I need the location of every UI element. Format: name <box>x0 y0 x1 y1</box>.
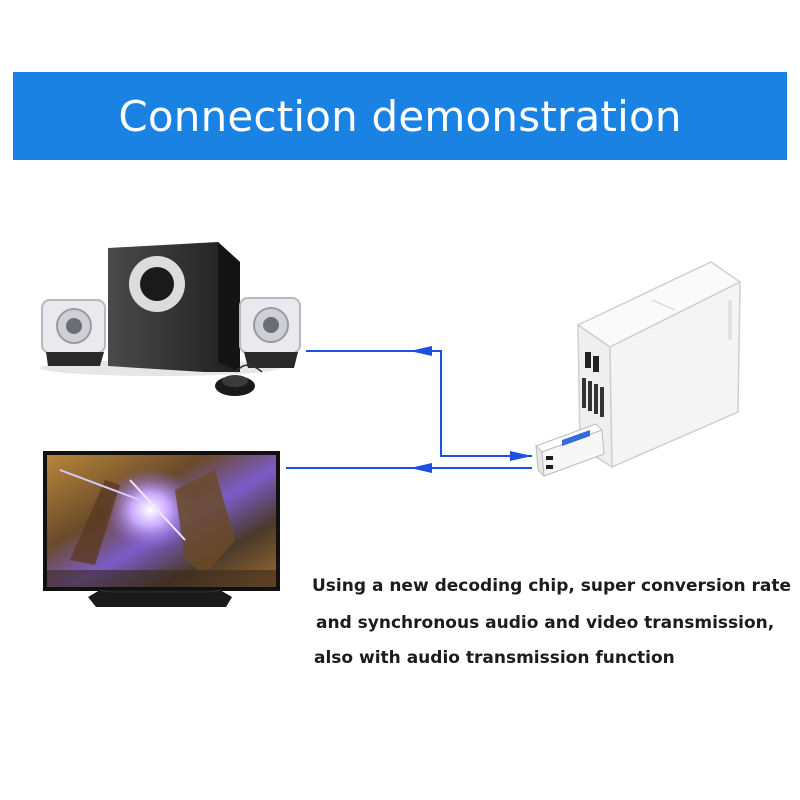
volume-control-icon <box>215 364 263 396</box>
game-console-icon <box>576 261 742 469</box>
description-line-1: Using a new decoding chip, super convers… <box>312 576 792 596</box>
video-connection-line <box>286 463 532 473</box>
audio-connection-line <box>306 346 532 461</box>
description-line-2: and synchronous audio and video transmis… <box>316 613 775 633</box>
page-title: Connection demonstration <box>118 91 682 141</box>
left-speaker-icon <box>41 299 106 366</box>
hdmi-adapter-icon <box>535 423 605 478</box>
right-speaker-icon <box>239 297 301 368</box>
speaker-system-icon <box>40 242 301 396</box>
television-icon <box>43 451 280 607</box>
subwoofer-icon <box>108 242 240 372</box>
description-line-3: also with audio transmission function <box>314 648 675 668</box>
console-vent-icon <box>582 352 604 417</box>
title-banner: Connection demonstration <box>13 72 787 160</box>
